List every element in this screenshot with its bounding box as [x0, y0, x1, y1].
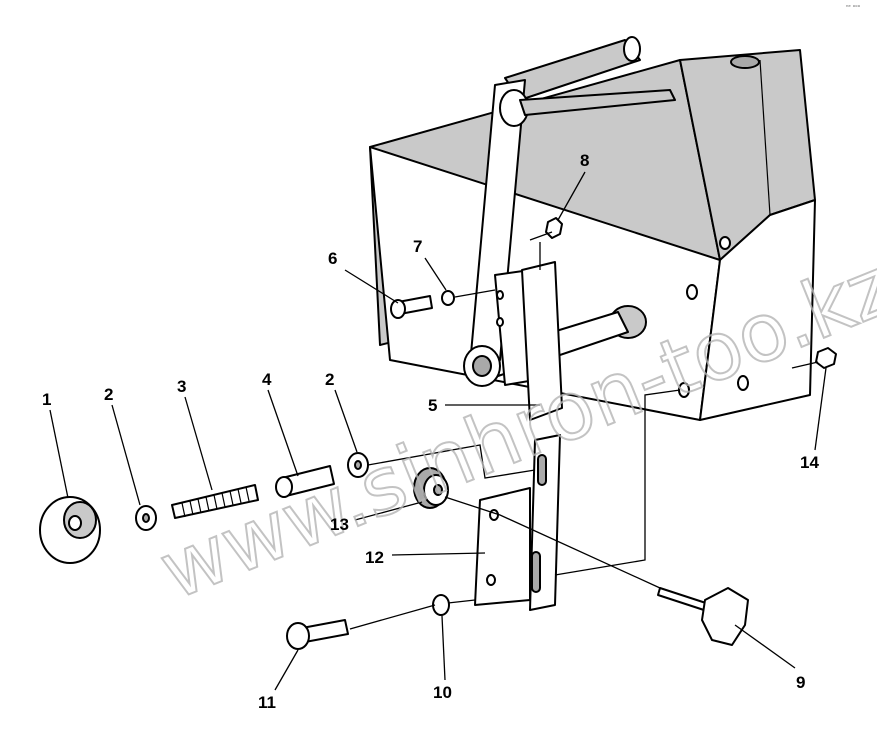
- bolt-6-head: [390, 299, 406, 319]
- callout-14: 14: [800, 453, 819, 472]
- callout-2a: 2: [104, 385, 113, 404]
- callout-13: 13: [330, 515, 349, 534]
- callout-9: 9: [796, 673, 805, 692]
- washer-7: [441, 290, 455, 306]
- tower-hole: [730, 55, 760, 69]
- corner-hole: [719, 236, 731, 250]
- side-hole-lower: [737, 375, 749, 391]
- callout-pointers: [49, 171, 827, 691]
- bracket-12-slot-upper: [537, 454, 547, 486]
- threaded-rod-3: [171, 484, 259, 519]
- corner-mark: ⁿᵉ ᵒᵒᵒ: [846, 4, 861, 11]
- star-knob-9: [657, 587, 749, 646]
- bolt-11: [286, 619, 349, 650]
- bolt-11-head: [286, 622, 310, 650]
- bracket-12-slot-lower: [531, 551, 541, 593]
- housing-side-face: [699, 199, 816, 421]
- bolt-6: [390, 295, 433, 319]
- bracket-12-plate: [474, 487, 531, 606]
- callout-4: 4: [262, 370, 272, 389]
- callout-7: 7: [413, 237, 422, 256]
- callout-1: 1: [42, 390, 51, 409]
- bracket-12: [474, 434, 561, 611]
- sleeve-4-end: [275, 476, 293, 498]
- assembly-lines: [349, 231, 819, 630]
- knob-1: [39, 496, 101, 564]
- callout-2b: 2: [325, 370, 334, 389]
- handle-end: [623, 36, 641, 62]
- callout-8: 8: [580, 151, 589, 170]
- bracket-5: [494, 261, 563, 421]
- callout-11: 11: [258, 693, 276, 712]
- callout-3: 3: [177, 377, 186, 396]
- side-hole-upper: [686, 284, 698, 300]
- callout-6: 6: [328, 249, 337, 268]
- lever-handle: [463, 36, 676, 387]
- bracket-5-channel: [521, 261, 563, 421]
- nut-8: [545, 217, 563, 239]
- lever-hub-bore: [472, 355, 492, 377]
- sleeve-4: [275, 465, 335, 498]
- callout-10: 10: [433, 683, 452, 702]
- callout-12: 12: [365, 548, 384, 567]
- knob-9-body: [701, 587, 749, 646]
- callout-5: 5: [428, 396, 437, 415]
- handle-rod: [519, 89, 676, 116]
- roller-13: [413, 467, 449, 509]
- housing-box: [369, 49, 816, 421]
- washer-10: [432, 594, 450, 616]
